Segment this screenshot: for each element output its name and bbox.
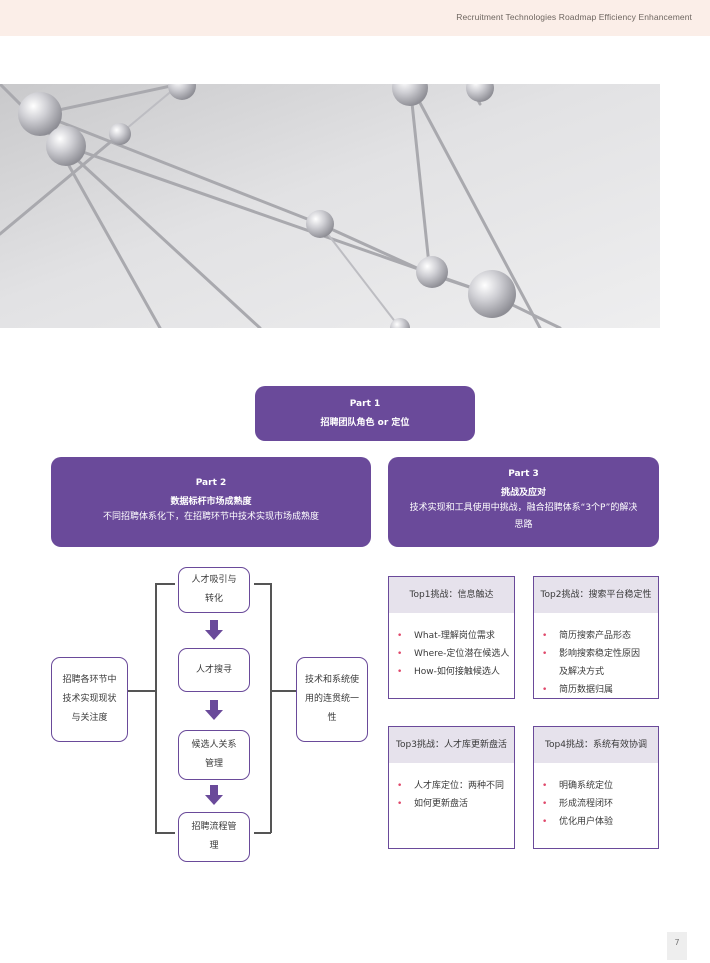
challenge-card-top4: Top4挑战：系统有效协调 明确系统定位 形成流程闭环 优化用户体验 [533, 726, 659, 849]
right-box-line2: 用的连贯统一 [304, 694, 359, 704]
list-item: 形成流程闭环 [534, 795, 658, 813]
challenge-card-top2: Top2挑战：搜索平台稳定性 简历搜索产品形态 影响搜索稳定性原因 及解决方式 … [533, 576, 659, 699]
challenge-card-title: Top4挑战：系统有效协调 [534, 727, 658, 763]
list-item: 优化用户体验 [534, 813, 658, 831]
left-bracket-vertical [155, 583, 157, 833]
list-item: 人才库定位：两种不同 [389, 777, 514, 795]
challenge-card-list: What-理解岗位需求 Where-定位潜在候选人 How-如何接触候选人 [389, 613, 514, 681]
part1-number: Part 1 [349, 399, 381, 409]
down-arrow-icon [205, 700, 223, 720]
step-candidate-relationship: 候选人关系 管理 [178, 730, 250, 780]
challenge-card-title: Top3挑战：人才库更新盘活 [389, 727, 514, 763]
down-arrow-icon [205, 785, 223, 805]
part2-description: 不同招聘体系化下，在招聘环节中技术实现市场成熟度 [102, 512, 319, 522]
part2-title: 数据标杆市场成熟度 [170, 497, 252, 507]
down-arrow-icon [205, 620, 223, 640]
step-candidate-relationship-line1: 候选人关系 [191, 740, 237, 750]
left-box-current-status: 招聘各环节中 技术实现现状 与关注度 [51, 657, 128, 742]
step-recruitment-process: 招聘流程管 理 [178, 812, 250, 862]
list-item: 影响搜索稳定性原因 [534, 645, 658, 663]
header-band: Recruitment Technologies Roadmap Efficie… [0, 0, 710, 36]
challenge-card-top1: Top1挑战：信息触达 What-理解岗位需求 Where-定位潜在候选人 Ho… [388, 576, 515, 699]
challenge-card-list: 人才库定位：两种不同 如何更新盘活 [389, 763, 514, 813]
part1-title: 招聘团队角色 or 定位 [320, 418, 410, 428]
left-box-line3: 与关注度 [71, 713, 108, 723]
part3-description-line2: 思路 [514, 520, 533, 530]
step-candidate-relationship-line2: 管理 [204, 759, 223, 769]
list-item: What-理解岗位需求 [389, 627, 514, 645]
page-number: 7 [667, 932, 687, 960]
step-recruitment-process-line2: 理 [209, 841, 219, 851]
step-talent-attraction-line1: 人才吸引与 [191, 575, 237, 585]
left-connector [128, 690, 155, 692]
left-bracket-bottom [155, 832, 175, 834]
step-talent-search-line1: 人才搜寻 [195, 664, 232, 675]
challenge-card-list: 明确系统定位 形成流程闭环 优化用户体验 [534, 763, 658, 831]
right-bracket-top [254, 583, 271, 585]
challenge-card-title: Top2挑战：搜索平台稳定性 [534, 577, 658, 613]
hero-molecule-image [0, 84, 660, 328]
part1-box: Part 1 招聘团队角色 or 定位 [255, 386, 475, 441]
part3-description: 技术实现和工具使用中挑战，融合招聘体系“3个P”的解决 思路 [388, 500, 659, 534]
right-bracket-bottom [254, 832, 271, 834]
part3-title: 挑战及应对 [500, 488, 546, 498]
left-box-line2: 技术实现现状 [62, 694, 117, 704]
right-connector [270, 690, 296, 692]
list-item: 简历数据归属 [534, 681, 658, 699]
challenge-card-top3: Top3挑战：人才库更新盘活 人才库定位：两种不同 如何更新盘活 [388, 726, 515, 849]
part2-number: Part 2 [195, 478, 227, 488]
step-recruitment-process-line1: 招聘流程管 [191, 822, 237, 832]
right-box-system-consistency: 技术和系统使 用的连贯统一 性 [296, 657, 368, 742]
step-talent-attraction-line2: 转化 [204, 594, 223, 604]
left-box-line1: 招聘各环节中 [62, 675, 117, 685]
right-box-line1: 技术和系统使 [304, 675, 359, 685]
list-item: 如何更新盘活 [389, 795, 514, 813]
challenge-card-title: Top1挑战：信息触达 [389, 577, 514, 613]
part3-number: Part 3 [508, 469, 539, 479]
list-item: Where-定位潜在候选人 [389, 645, 514, 663]
part3-description-line1: 技术实现和工具使用中挑战，融合招聘体系“3个P”的解决 [409, 503, 638, 513]
right-bracket-vertical [270, 583, 272, 833]
part2-box: Part 2 数据标杆市场成熟度 不同招聘体系化下，在招聘环节中技术实现市场成熟… [51, 457, 371, 547]
step-talent-attraction: 人才吸引与 转化 [178, 567, 250, 613]
step-talent-search: 人才搜寻 [178, 648, 250, 692]
right-box-line3: 性 [327, 713, 337, 723]
document-title: Recruitment Technologies Roadmap Efficie… [456, 12, 692, 22]
list-item: 简历搜索产品形态 [534, 627, 658, 645]
list-item: How-如何接触候选人 [389, 663, 514, 681]
challenge-card-list: 简历搜索产品形态 影响搜索稳定性原因 及解决方式 简历数据归属 [534, 613, 658, 699]
left-bracket-top [155, 583, 175, 585]
part3-box: Part 3 挑战及应对 技术实现和工具使用中挑战，融合招聘体系“3个P”的解决… [388, 457, 659, 547]
list-item: 明确系统定位 [534, 777, 658, 795]
list-item: 及解决方式 [559, 667, 605, 677]
